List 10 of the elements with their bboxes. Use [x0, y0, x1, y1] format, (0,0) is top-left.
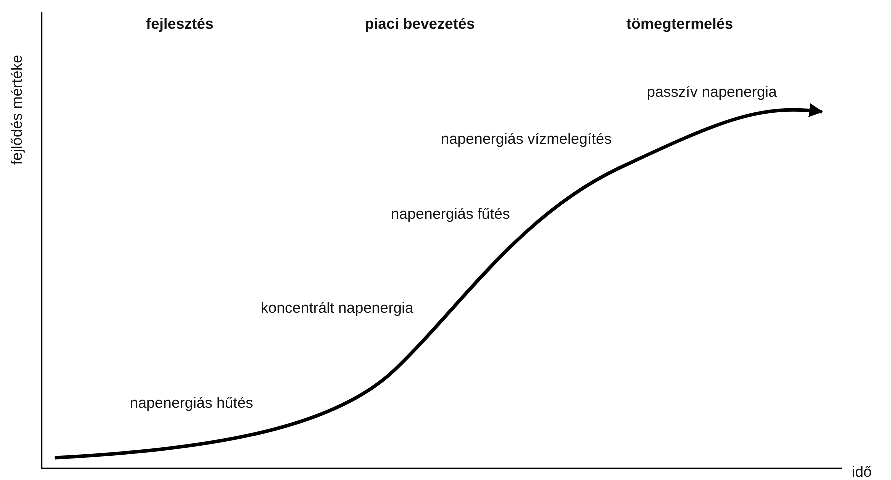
- phase-heading: fejlesztés: [146, 16, 214, 34]
- curve-label: napenergiás vízmelegítés: [441, 131, 612, 149]
- axis-title: idő: [852, 464, 872, 480]
- curve-label: napenergiás fűtés: [391, 206, 510, 224]
- phase-heading: tömegtermelés: [626, 16, 734, 34]
- curve-label: napenergiás hűtés: [130, 395, 254, 413]
- curve-label: passzív napenergia: [647, 84, 778, 102]
- phase-heading: piaci bevezetés: [364, 16, 476, 34]
- curve-label: koncentrált napenergia: [261, 300, 414, 318]
- axis-title: fejlődés mértéke: [9, 54, 27, 166]
